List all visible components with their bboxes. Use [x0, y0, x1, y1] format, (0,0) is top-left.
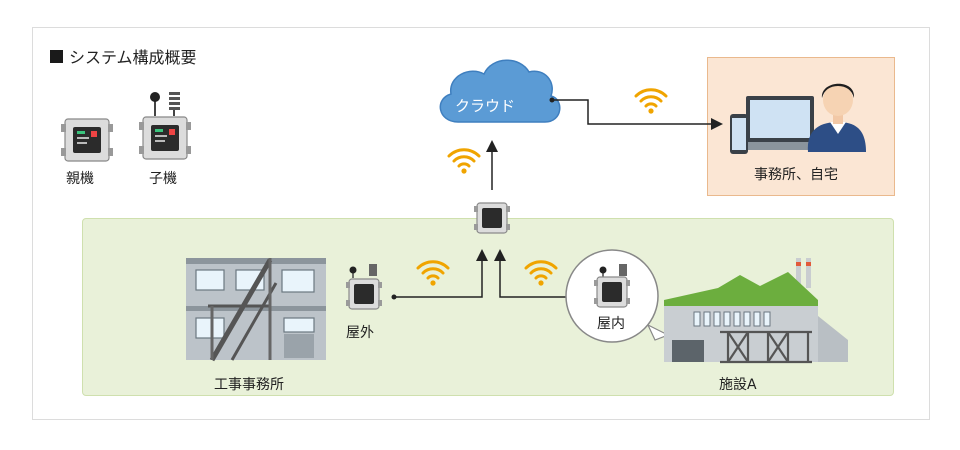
outdoor-sensor-icon — [345, 264, 383, 310]
wifi-icon — [416, 260, 450, 288]
outdoor-label: 屋外 — [346, 325, 374, 341]
office-label: 事務所、自宅 — [754, 167, 838, 183]
indoor-bubble — [565, 249, 670, 343]
wifi-icon — [634, 88, 668, 116]
title-text: システム構成概要 — [69, 48, 197, 67]
facility-label: 施設A — [719, 377, 757, 393]
connection-lines — [391, 97, 723, 300]
site-office-building-icon — [186, 258, 326, 362]
diagram-title: システム構成概要 — [50, 44, 197, 68]
facility-building-icon — [664, 258, 848, 364]
parent-unit-label: 親機 — [66, 171, 94, 187]
wifi-icon — [524, 260, 558, 288]
title-square-icon — [50, 49, 63, 63]
parent-unit-icon — [61, 118, 113, 162]
cloud-icon — [439, 59, 561, 123]
wifi-icon — [447, 148, 481, 176]
gateway-unit-icon — [473, 202, 511, 234]
child-unit-label: 子機 — [149, 171, 177, 187]
child-unit-icon — [139, 92, 191, 160]
site-office-label: 工事事務所 — [214, 377, 284, 393]
laptop-icon — [734, 96, 826, 150]
person-icon — [807, 83, 866, 152]
smartphone-icon — [730, 114, 748, 154]
indoor-label: 屋内 — [597, 316, 625, 332]
cloud-label: クラウド — [455, 97, 516, 115]
